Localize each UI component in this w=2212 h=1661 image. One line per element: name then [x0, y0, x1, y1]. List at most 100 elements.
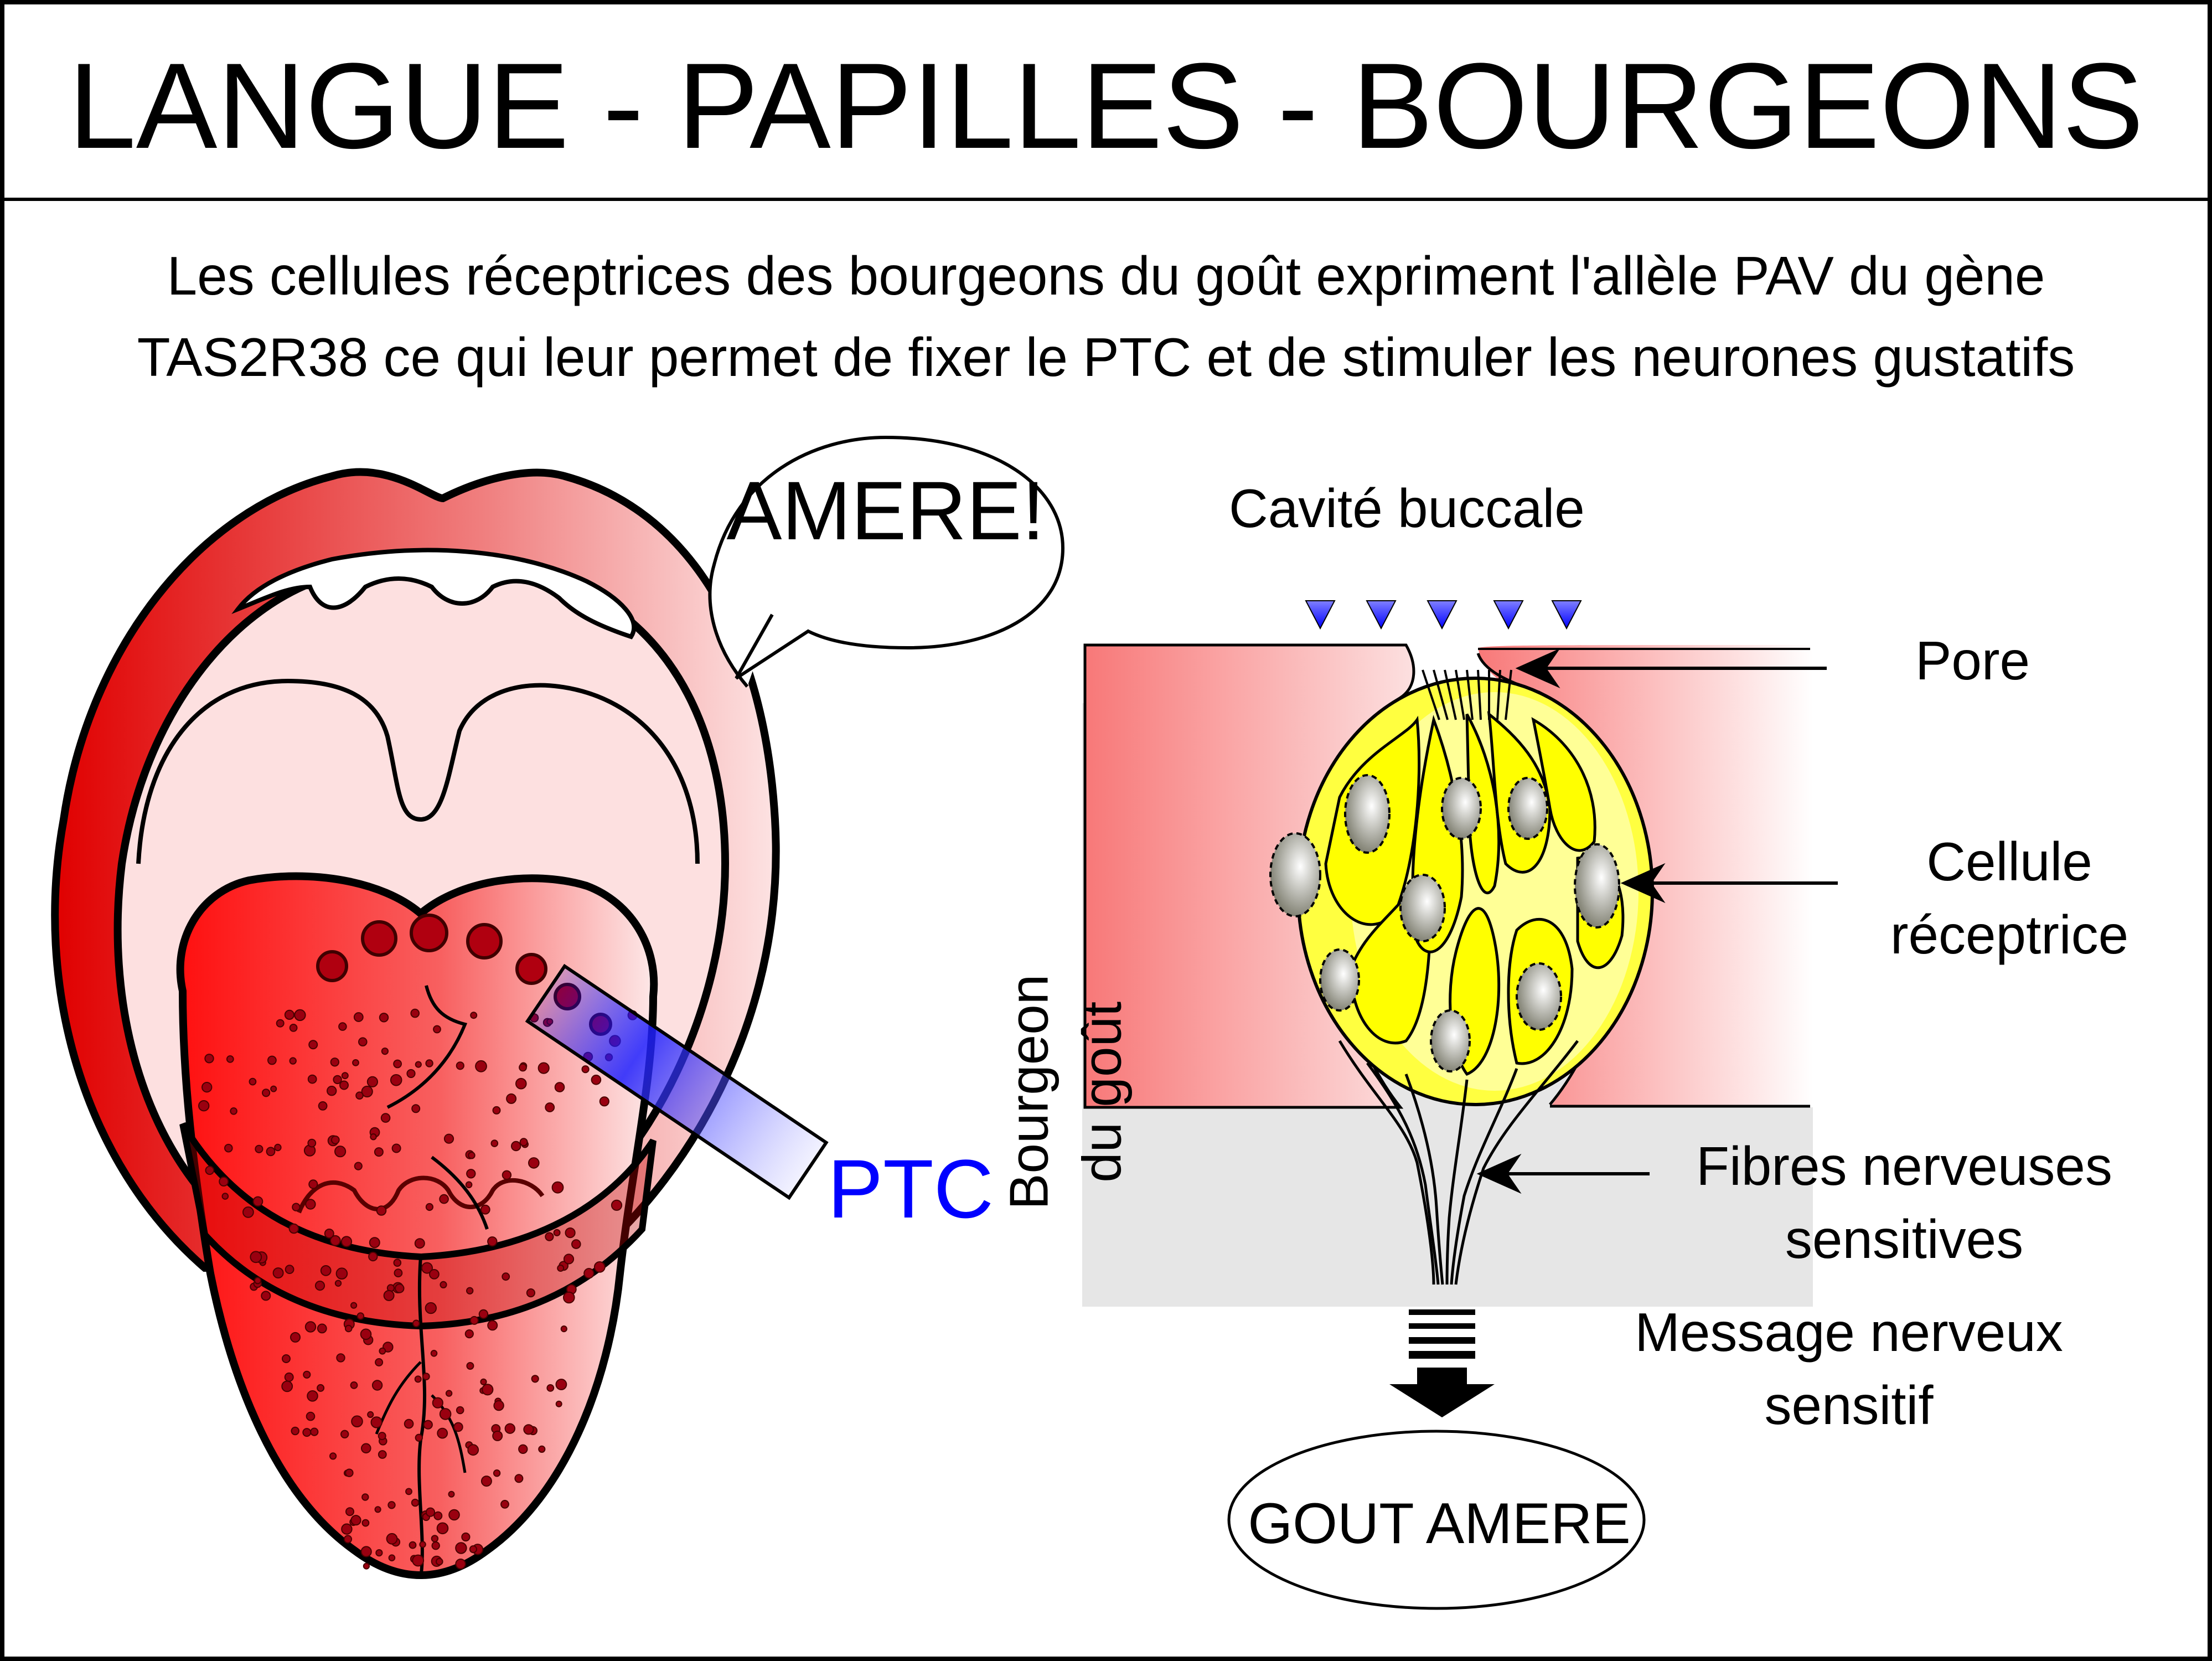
fibers-label-line-1: Fibres nerveuses	[1696, 1136, 2112, 1196]
papilla-dot	[368, 1251, 378, 1262]
papilla-dot	[353, 1012, 364, 1022]
papilla-dot	[254, 1277, 262, 1285]
papilla-dot	[393, 1059, 402, 1069]
papilla-dot	[551, 1181, 564, 1194]
papilla-dot	[490, 1139, 499, 1147]
ptc-molecule-icon	[1366, 600, 1397, 630]
papilla-dot	[448, 1509, 460, 1521]
papilla-dot	[414, 1238, 425, 1249]
papilla-dot	[404, 1418, 414, 1429]
papilla-dot	[371, 1380, 383, 1391]
papilla-dot	[415, 1433, 423, 1442]
papilla-dot	[528, 1157, 540, 1169]
papilla-dot	[554, 1082, 565, 1092]
papilla-dot	[284, 1009, 295, 1020]
cell-nuclei	[1269, 774, 1620, 1072]
papilla-dot	[375, 1358, 384, 1366]
speech-bubble	[708, 435, 1065, 688]
papilla-dot	[352, 1059, 359, 1066]
papilla-dot	[378, 1432, 386, 1441]
papilla-dot	[289, 1024, 298, 1032]
papilla-dot	[419, 1541, 426, 1548]
down-arrow-icon	[1389, 1309, 1495, 1417]
papilla-dot	[340, 1430, 349, 1439]
papilla-dot	[571, 1239, 581, 1249]
papilla-dot	[456, 1406, 464, 1415]
nerve-fibers-label: Fibres nerveuses sensitives	[1661, 1129, 2148, 1276]
papilla-dot	[409, 1541, 417, 1549]
papilla-dot	[381, 1048, 389, 1055]
papilla-dot	[395, 1283, 405, 1293]
papilla-dot	[350, 1381, 358, 1389]
papilla-dot	[546, 1384, 555, 1392]
papilla-dot	[523, 1424, 534, 1435]
papilla-dot	[306, 1411, 316, 1421]
papilla-dot	[334, 1280, 342, 1287]
papilla-dot	[411, 1104, 421, 1113]
papilla-dot	[425, 1203, 434, 1211]
papilla-dot	[455, 1559, 466, 1570]
papilla-dot	[468, 1152, 476, 1159]
papilla-dot	[478, 1309, 489, 1319]
bud-label-line-2: du goût	[1072, 1001, 1133, 1183]
papilla-dot	[375, 1549, 383, 1557]
ptc-molecules	[1305, 600, 1582, 630]
papilla-dot	[480, 1476, 492, 1487]
papilla-dot	[249, 1077, 257, 1086]
papilla-dot	[272, 1267, 284, 1279]
papilla-dot	[583, 1268, 595, 1279]
papilla-dot	[436, 1557, 443, 1566]
papilla-dot	[335, 1267, 348, 1280]
papilla-dot	[320, 1265, 332, 1276]
papilla-dot	[405, 1488, 412, 1495]
papilla-dot	[370, 1133, 377, 1141]
papilla-dot	[456, 1061, 464, 1070]
description-line-2: TAS2R38 ce qui leur permet de fixer le P…	[137, 327, 2075, 388]
receptor-label-line-1: Cellule	[1926, 831, 2092, 892]
papilla-dot	[422, 1373, 430, 1381]
papilla-dot	[506, 1093, 517, 1104]
papilla-dot	[266, 1147, 276, 1157]
papilla-dot	[518, 1444, 528, 1454]
papilla-dot	[563, 1254, 575, 1265]
papilla-dot	[557, 1265, 565, 1272]
papilla-dot	[433, 1511, 443, 1520]
papilla-dot	[466, 1287, 474, 1295]
microvilli	[1422, 669, 1512, 720]
receptor-cell-label: Cellule réceptrice	[1816, 825, 2203, 972]
papilla-dot	[466, 1169, 476, 1179]
papilla-dot	[425, 1507, 436, 1517]
papilla-dot	[363, 1562, 370, 1570]
papilla-dot	[330, 1058, 339, 1067]
papilla-dot	[358, 1037, 368, 1046]
papilla-dot	[367, 1411, 374, 1418]
description-line-1: Les cellules réceptrices des bourgeons d…	[167, 245, 2045, 306]
papilla-dot	[330, 1135, 340, 1144]
papilla-dot	[305, 1199, 316, 1210]
speech-text: AMERE!	[726, 464, 1045, 557]
papilla-dot	[341, 1072, 349, 1080]
papilla-dot	[250, 1251, 262, 1263]
papilla-dot	[294, 1009, 306, 1022]
papilla-dot	[291, 1426, 299, 1436]
papilla-dot	[519, 1063, 527, 1072]
papilla-dot	[553, 1229, 561, 1236]
papilla-dot	[219, 1177, 229, 1187]
papilla-dot	[531, 1375, 539, 1383]
papilla-dot	[412, 1319, 420, 1328]
papilla-dot	[563, 1291, 575, 1304]
taste-bud-label: Bourgeon du goût	[993, 898, 1139, 1286]
papilla-dot	[289, 1057, 297, 1065]
papilla-dot	[344, 1324, 353, 1333]
papilla-dot	[492, 1430, 503, 1441]
fungiform-papillae	[198, 1008, 638, 1570]
papilla-dot	[591, 1075, 602, 1085]
lower-lip-edge	[179, 1122, 657, 1330]
nerve-message-label: Message nerveux sensitif	[1605, 1296, 2092, 1442]
page-title: LANGUE - PAPILLES - BOURGEONS	[68, 38, 2144, 174]
papilla-dot	[526, 1288, 536, 1298]
papilla-dot	[433, 1025, 441, 1034]
mouth-illustration	[51, 468, 829, 1579]
